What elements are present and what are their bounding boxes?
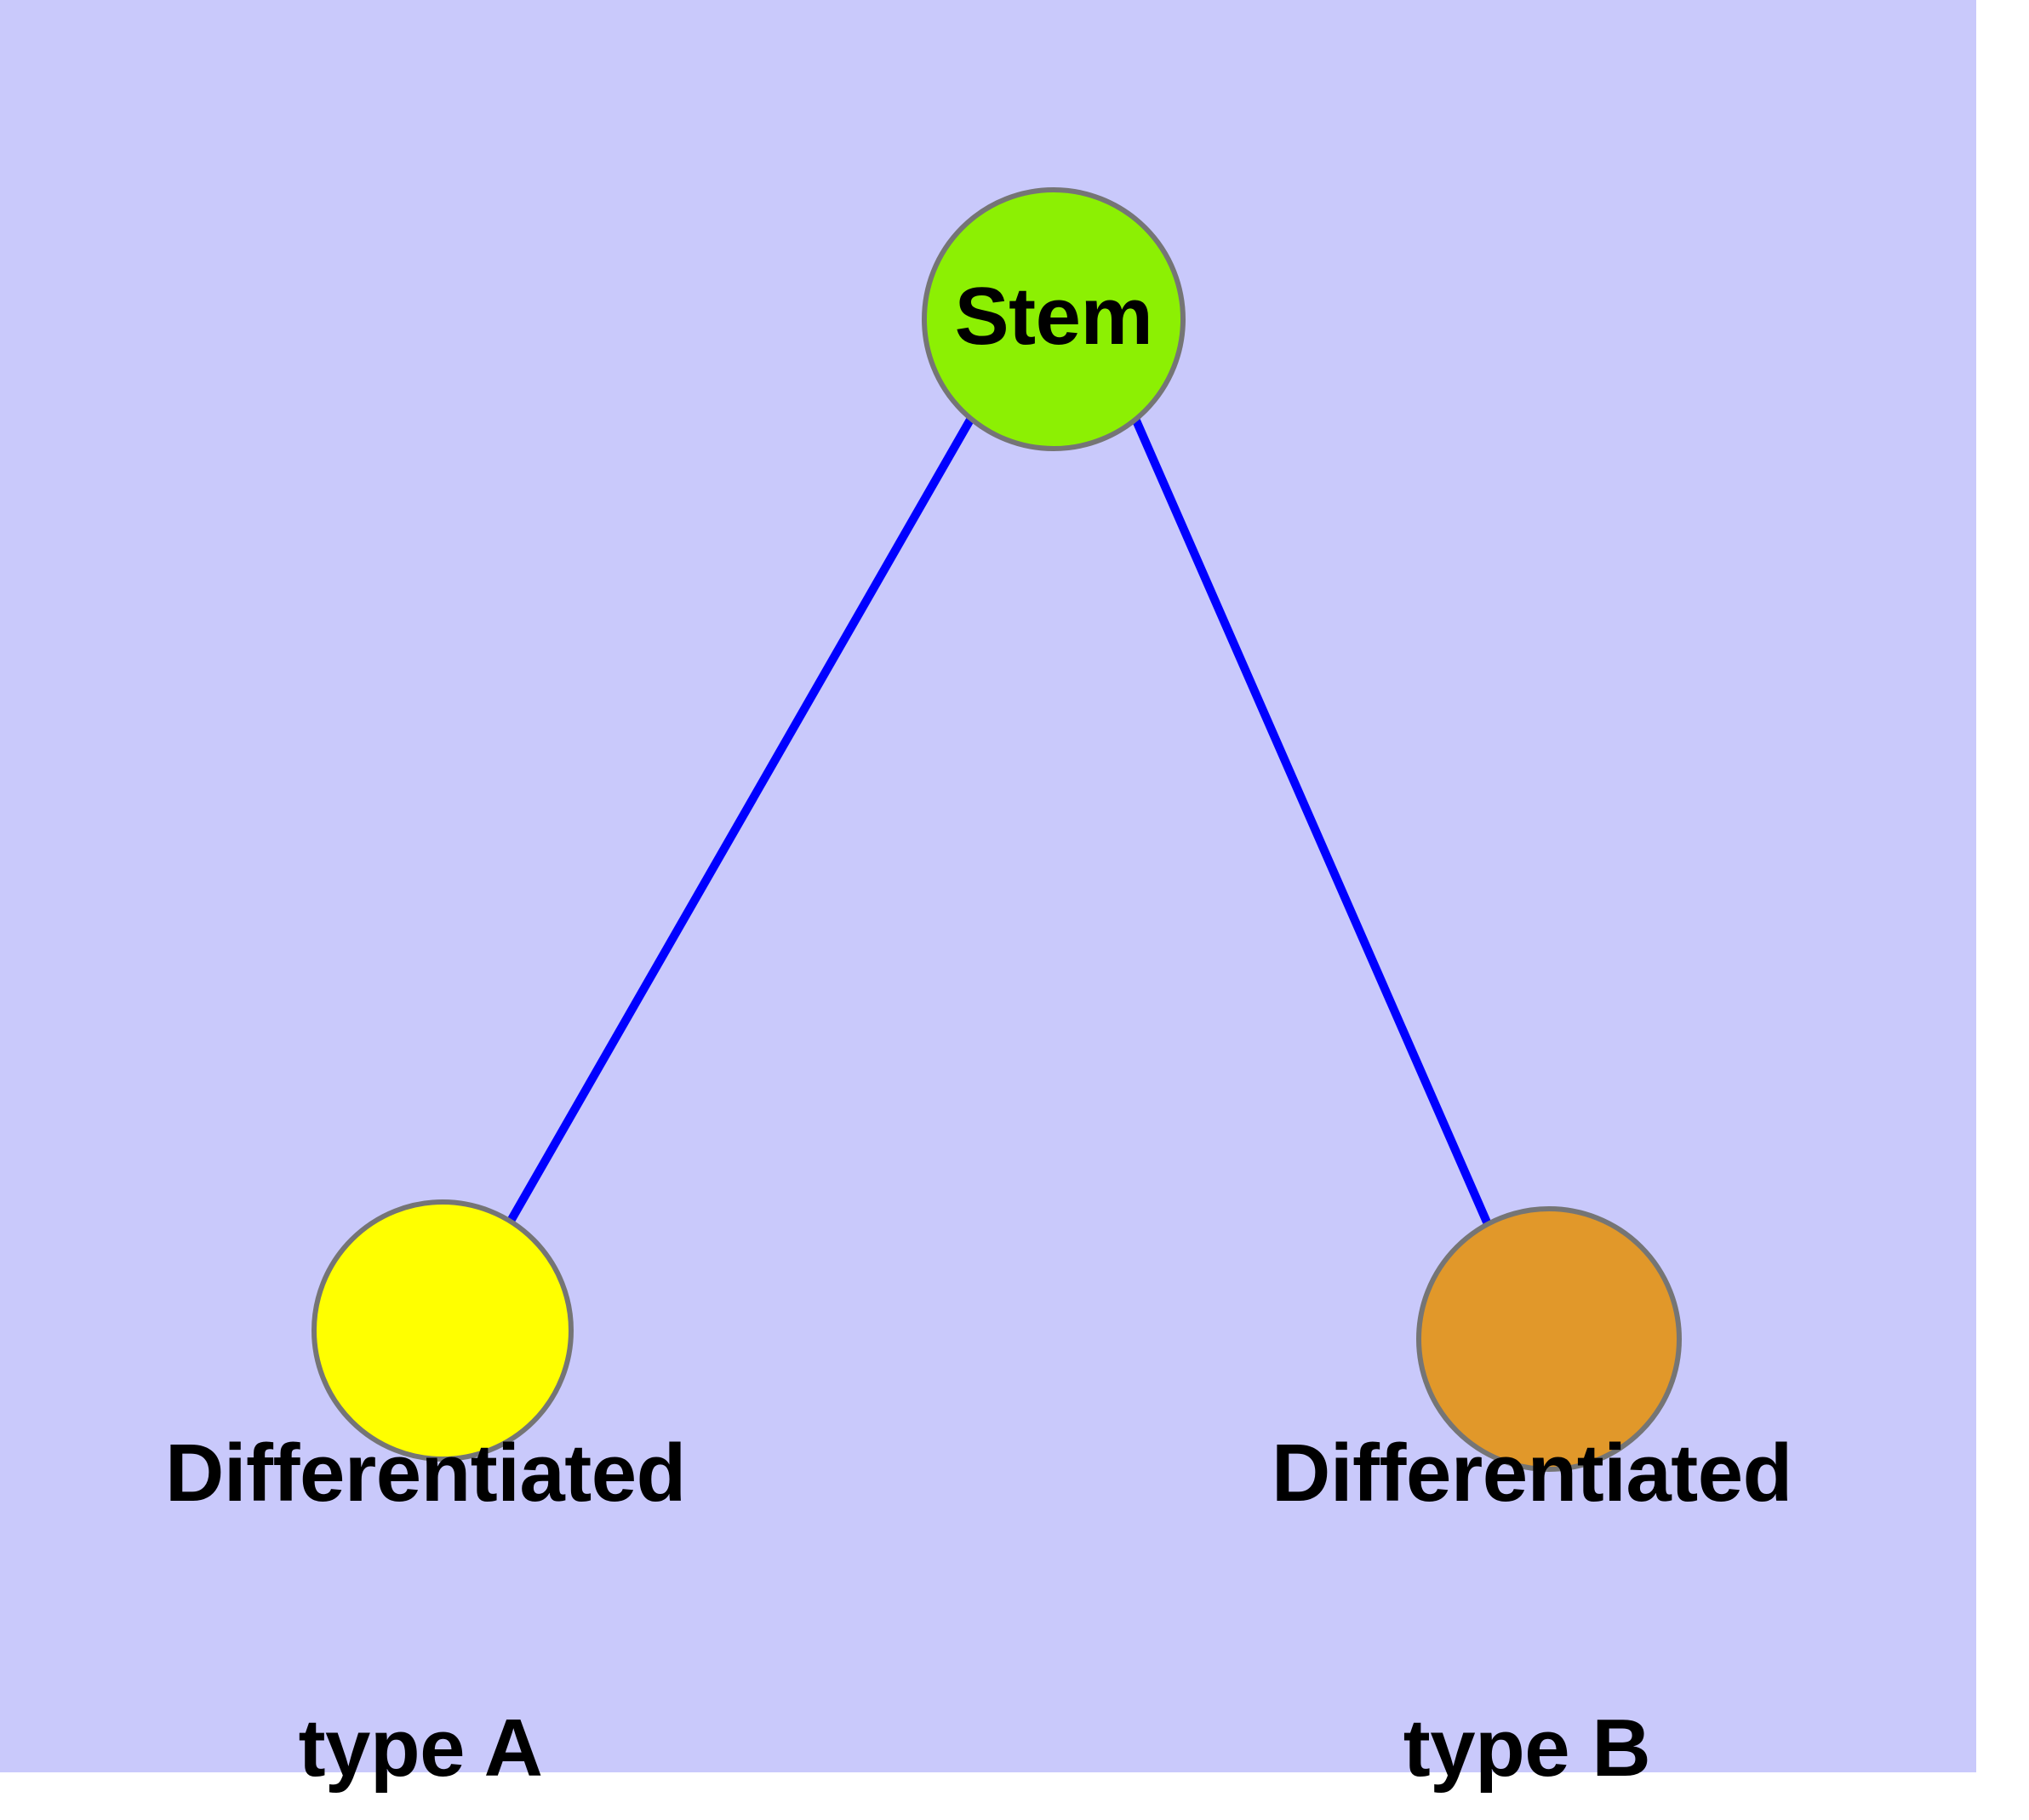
edge-stem-to-type-a: [506, 417, 974, 1225]
edge-layer: [506, 417, 1492, 1227]
node-layer: [311, 187, 1682, 1472]
edge-stem-to-type-b: [1132, 418, 1492, 1227]
node-type-a[interactable]: [311, 1199, 574, 1462]
node-type-b[interactable]: [1416, 1206, 1682, 1472]
node-stem[interactable]: [922, 187, 1186, 451]
